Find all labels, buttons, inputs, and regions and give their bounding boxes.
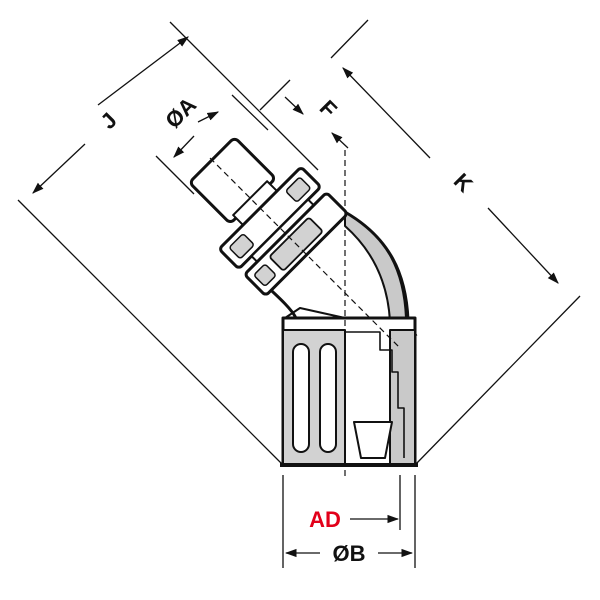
label-oa: ØA bbox=[160, 92, 201, 133]
label-ob: ØB bbox=[333, 541, 366, 566]
k-arrow-lower bbox=[487, 207, 559, 284]
oa-arrow-lower bbox=[173, 135, 195, 158]
j-arrow-upper bbox=[97, 36, 189, 106]
label-ad: AD bbox=[309, 507, 341, 532]
label-j: J bbox=[96, 108, 122, 134]
socket-inner-steps bbox=[345, 331, 405, 458]
socket-slot-1 bbox=[292, 343, 310, 453]
socket-cone bbox=[353, 421, 393, 459]
j-arrow-lower bbox=[32, 143, 86, 194]
extension-lines bbox=[17, 19, 581, 568]
f-arrow-left bbox=[284, 96, 304, 115]
f-arrow-right bbox=[331, 132, 349, 149]
label-k: K bbox=[449, 168, 478, 197]
nut-upper-flat-1 bbox=[229, 233, 254, 259]
diagonal-centerline bbox=[209, 157, 401, 349]
label-f: F bbox=[315, 95, 342, 122]
socket-section bbox=[389, 329, 416, 466]
fitting-body bbox=[189, 137, 418, 478]
elbow-outer bbox=[344, 210, 418, 337]
nut-upper-flat-2 bbox=[285, 177, 311, 202]
oa-arrow-upper bbox=[197, 111, 220, 123]
socket-slot-2 bbox=[319, 343, 337, 453]
dimension-arrows bbox=[32, 36, 559, 558]
nut-lower-flat bbox=[254, 264, 276, 287]
nut-assembly bbox=[189, 137, 348, 296]
k-arrow-upper bbox=[342, 67, 431, 159]
